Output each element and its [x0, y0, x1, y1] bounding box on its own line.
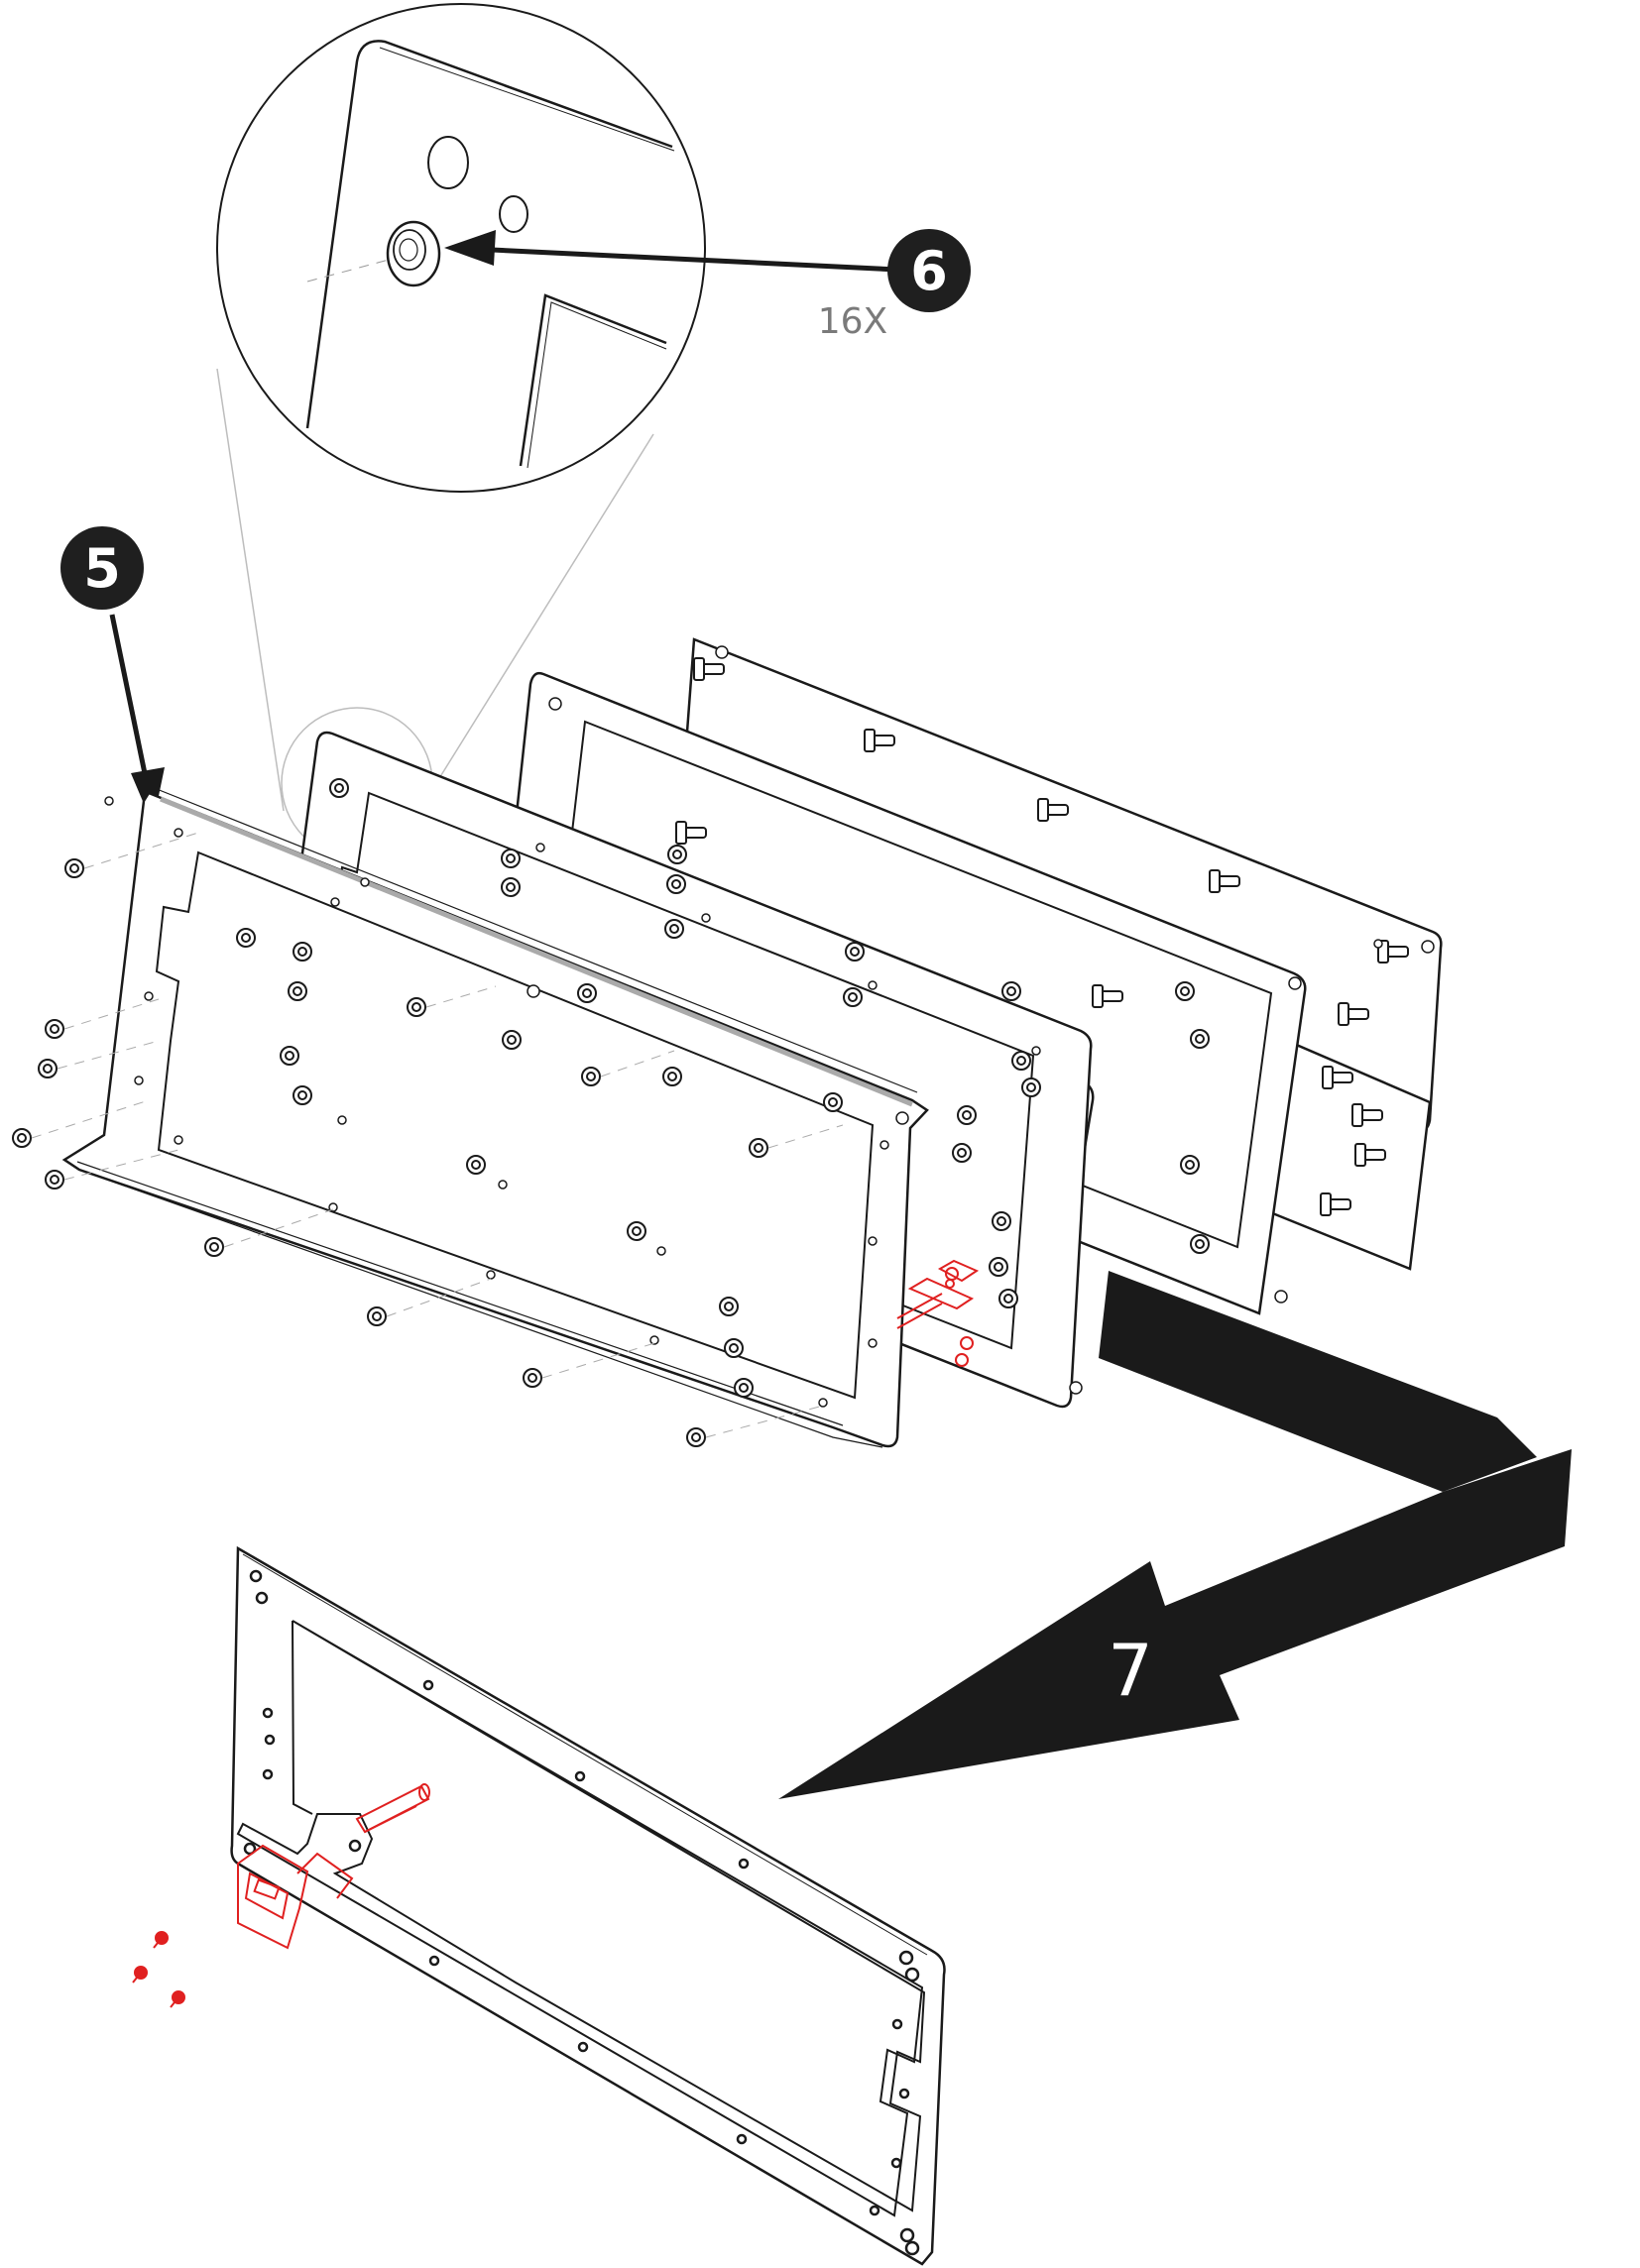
screw-set [132, 1931, 185, 2008]
step6-callout: 6 16X [444, 229, 971, 342]
zoom-window-corner [519, 293, 667, 467]
zoom-projection-right [435, 433, 654, 784]
step5-number: 5 [83, 537, 121, 600]
step6-arrowhead [444, 230, 496, 266]
zoom-hole-large [427, 136, 469, 189]
zoom-projection-left [216, 368, 285, 812]
nut-set-tray [236, 928, 768, 1398]
spacer-part [386, 220, 441, 287]
zoom-hole-small [499, 195, 528, 233]
latch-highlight-lower [237, 1783, 430, 1950]
screw-icon [132, 1966, 148, 1984]
hardware [12, 645, 1435, 1447]
assembly-guide-lines [31, 832, 844, 1438]
front-tray [61, 788, 929, 1448]
step6-quantity: 16X [818, 301, 887, 342]
nut-set-middle [502, 845, 1210, 1254]
step7-number: 7 [1108, 1629, 1153, 1712]
step7-arrow: 7 [778, 1271, 1572, 1799]
nut-set-frame [329, 778, 1041, 1308]
screw-icon [170, 1990, 185, 2008]
lower-plate [230, 1545, 946, 2266]
step6-badge [887, 229, 971, 312]
nut-set-left [12, 858, 706, 1447]
step6-number: 6 [910, 240, 948, 302]
step5-badge [60, 526, 144, 610]
latch-highlight-upper [896, 1259, 980, 1367]
step5-callout: 5 [60, 526, 165, 825]
step7-arrow-shape [778, 1271, 1572, 1799]
screw-icon [153, 1931, 169, 1949]
zoom-panel-edge [305, 40, 673, 429]
